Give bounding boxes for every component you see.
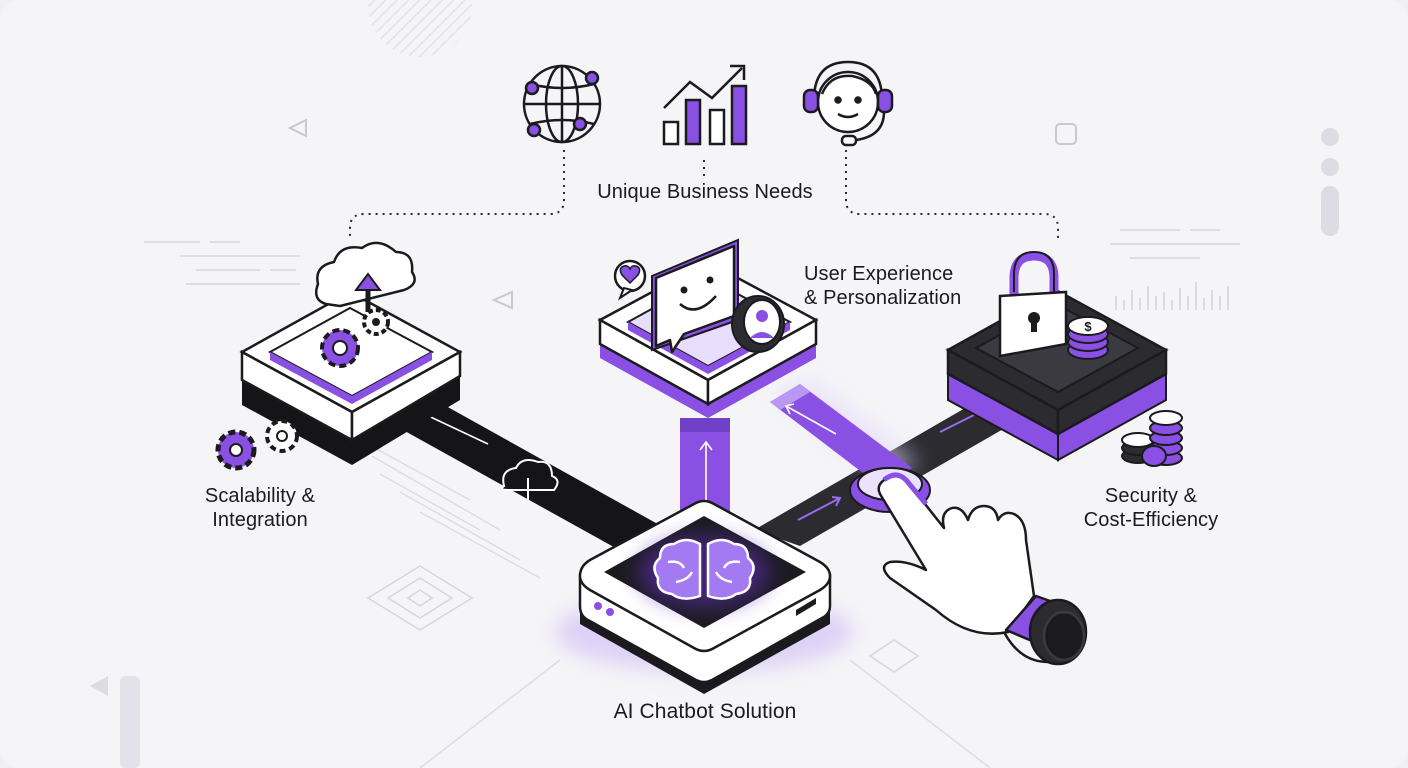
- padlock-icon: [998, 250, 1068, 358]
- svg-text:$: $: [1084, 319, 1092, 334]
- ux-tile: [597, 238, 819, 418]
- heart-bubble-icon: [613, 259, 647, 301]
- ai-core-label-text: AI Chatbot Solution: [613, 700, 797, 723]
- cloud-upload-icon: [315, 241, 416, 312]
- globe-network-icon: [522, 64, 602, 144]
- pointing-hand-icon: [877, 472, 1088, 666]
- gears-icon: [215, 419, 299, 471]
- coin-stacks-icon: [1121, 410, 1183, 467]
- background-decorations: [90, 0, 1339, 768]
- cloud-sync-icon: [500, 459, 559, 491]
- business-needs-label: Unique Business Needs: [580, 180, 830, 204]
- dollar-coins-icon: $: [1067, 316, 1109, 360]
- user-profile-icon: [731, 295, 785, 353]
- ux-label-line2: & Personalization: [804, 287, 962, 309]
- scalability-tile: [239, 241, 463, 465]
- security-tile: $: [945, 250, 1169, 462]
- ai-core-device: [554, 499, 854, 694]
- security-label: Security & Cost-Efficiency: [1066, 484, 1236, 532]
- growth-chart-icon: [662, 64, 748, 146]
- scalability-label-line2: Integration: [212, 509, 308, 531]
- smiley-chat-icon: [651, 238, 739, 354]
- ux-label-line1: User Experience: [804, 263, 954, 285]
- scalability-label-line1: Scalability &: [204, 485, 316, 507]
- ux-label: User Experience & Personalization: [804, 262, 1004, 310]
- scalability-label: Scalability & Integration: [190, 484, 330, 532]
- brain-icon: [653, 538, 755, 600]
- track-left: [385, 396, 672, 556]
- security-label-line2: Cost-Efficiency: [1083, 509, 1219, 531]
- needs-connector: [349, 150, 1059, 240]
- security-label-line1: Security &: [1104, 485, 1198, 507]
- support-headset-icon: [802, 60, 894, 147]
- ai-core-label: AI Chatbot Solution: [580, 700, 830, 724]
- gears-icon: [320, 308, 390, 368]
- business-needs-text: Unique Business Needs: [597, 181, 813, 203]
